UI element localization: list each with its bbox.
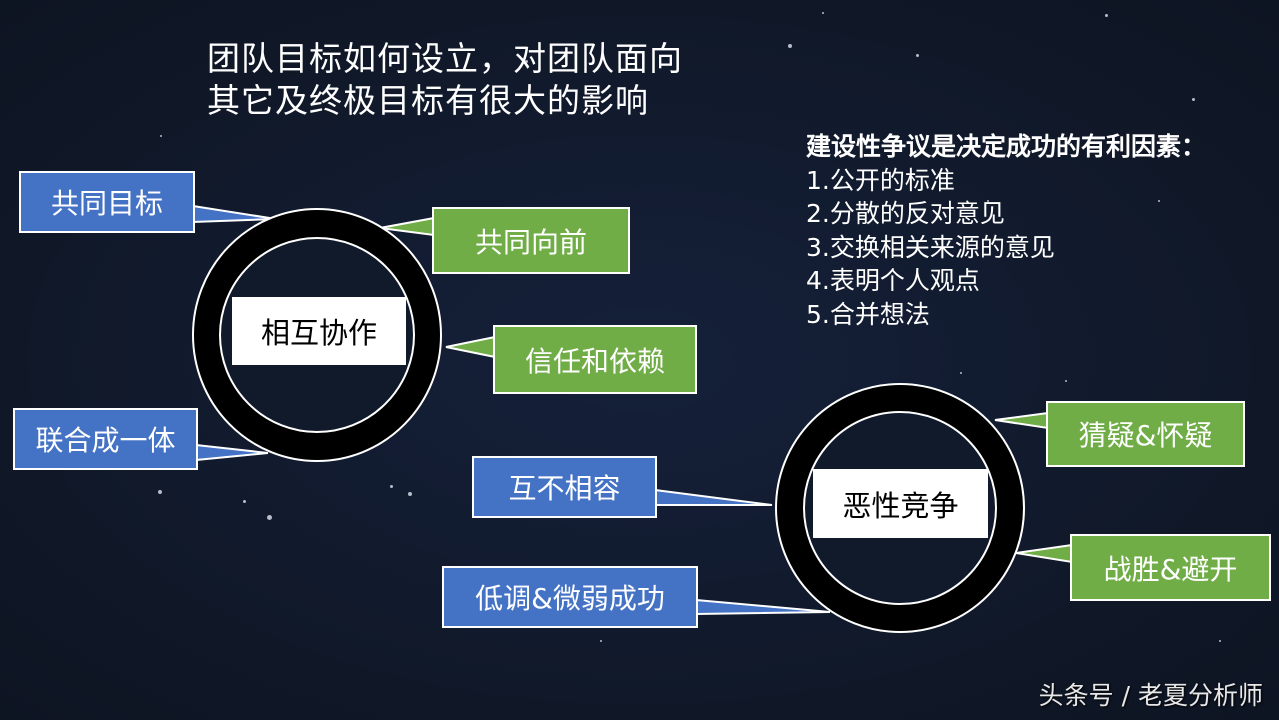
star-dot [916,54,919,57]
callout-pointer [654,488,773,506]
star-dot [243,500,246,503]
star-dot [160,135,162,137]
callout-pointer [1015,543,1073,564]
factors-heading: 建设性争议是决定成功的有利因素： [806,132,1207,161]
label-suspicion-doubt: 猜疑&怀疑 [1046,401,1245,467]
title-line-2: 其它及终极目标有很大的影响 [207,81,649,120]
star-dot [267,515,272,520]
competition-center-label: 恶性竞争 [813,469,988,538]
callout-pointer [192,204,277,224]
label-move-forward-together: 共同向前 [432,207,630,274]
slide-title: 团队目标如何设立，对团队面向 其它及终极目标有很大的影响 [207,38,683,122]
star-dot [960,372,962,374]
callout-pointer [195,443,269,462]
star-dot [1105,14,1108,17]
star-dot [600,640,602,642]
watermark: 头条号 / 老夏分析师 [1038,681,1263,710]
star-dot [788,44,792,48]
star-dot [158,490,162,494]
cooperation-center-label: 相互协作 [232,297,406,365]
callout-pointer [445,335,496,359]
star-dot [390,485,393,488]
callout-pointer [695,598,831,616]
star-dot [408,492,412,496]
factor-item: 5.合并想法 [806,299,930,329]
factor-item: 3.交换相关来源的意见 [806,232,1055,262]
label-trust-and-reliance: 信任和依赖 [493,325,697,394]
factor-item: 1.公开的标准 [806,165,955,195]
star-dot [1192,98,1195,101]
constructive-controversy-factors: 建设性争议是决定成功的有利因素： 1.公开的标准 2.分散的反对意见 3.交换相… [806,130,1206,331]
star-dot [1158,200,1160,202]
factor-item: 4.表明个人观点 [806,266,980,295]
star-dot [1065,380,1067,382]
label-incompatible: 互不相容 [472,456,657,518]
star-dot [1219,640,1221,642]
star-dot [987,200,989,202]
label-low-key-weak-success: 低调&微弱成功 [442,566,698,628]
label-common-goal: 共同目标 [19,171,195,233]
label-defeat-and-avoid: 战胜&避开 [1070,534,1271,601]
callout-pointer [994,411,1049,430]
label-unite-as-one: 联合成一体 [13,408,198,470]
star-dot [822,12,824,14]
star-dot [525,60,528,63]
factor-item: 2.分散的反对意见 [806,199,1005,228]
title-line-1: 团队目标如何设立，对团队面向 [207,39,683,78]
